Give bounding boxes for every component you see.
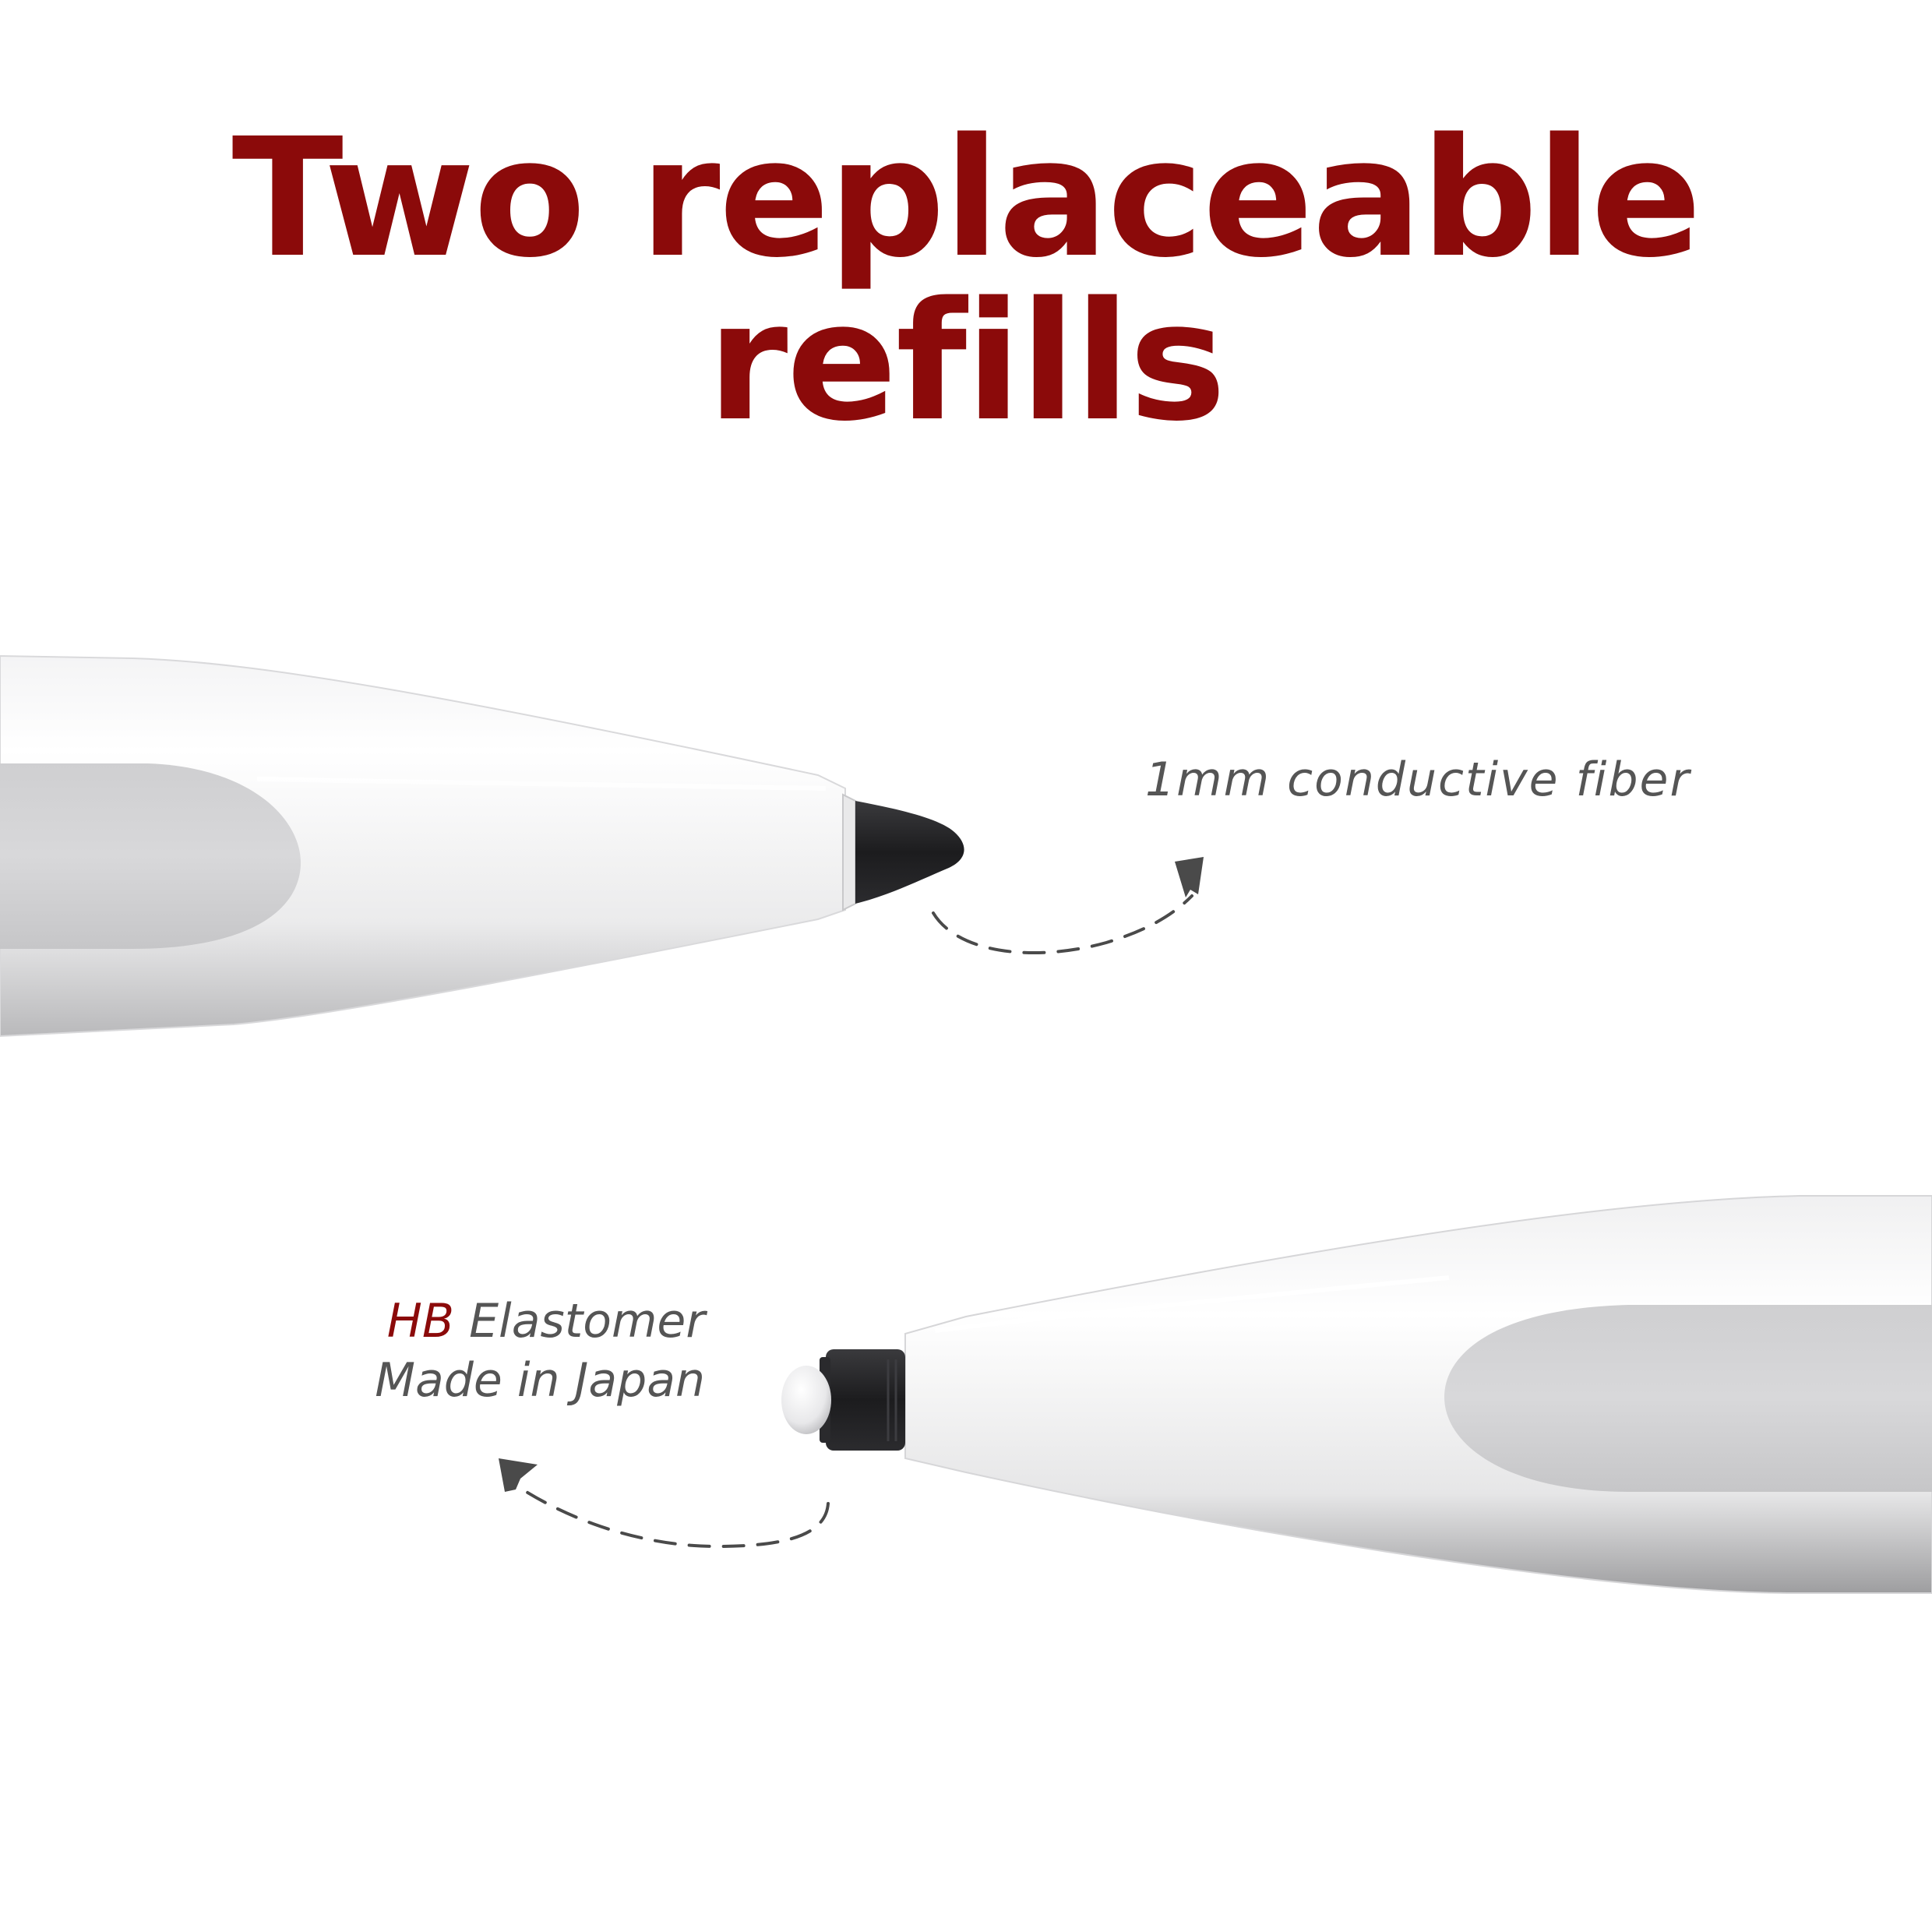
elastomer-ball-tip	[781, 1366, 831, 1434]
hardness-grade: HB	[386, 1294, 455, 1349]
bottom-stylus-highlight	[934, 1275, 1450, 1333]
dashed-curved-arrow-icon	[932, 857, 1204, 954]
material-label: Elastomer	[469, 1294, 705, 1349]
elastomer-tip-grip-lines	[887, 1359, 897, 1441]
elastomer-tip-housing	[826, 1349, 905, 1451]
bottom-stylus	[781, 1195, 1932, 1594]
conductive-fiber-tip	[855, 801, 964, 904]
origin-label: Made in Japan	[375, 1353, 705, 1408]
page-title: Two replaceable refills	[231, 103, 1702, 457]
top-stylus	[0, 654, 964, 1038]
top-stylus-highlight	[256, 777, 827, 791]
dashed-curved-arrow-icon	[499, 1458, 830, 1549]
bottom-stylus-body	[904, 1195, 1932, 1594]
bottom-stylus-flat-panel	[1444, 1305, 1932, 1492]
fiber-refill-label: 1mm conductive fiber	[1145, 753, 1691, 807]
elastomer-refill-label: HB Elastomer Made in Japan	[375, 1293, 705, 1408]
top-stylus-collar	[842, 793, 856, 911]
top-stylus-flat-panel	[0, 763, 301, 949]
